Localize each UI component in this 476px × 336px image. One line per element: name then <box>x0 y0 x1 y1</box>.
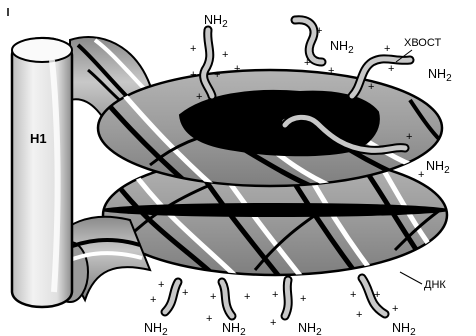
nh2-label: NH2 <box>144 321 168 336</box>
svg-text:+: + <box>316 25 322 37</box>
svg-text:+: + <box>214 69 220 81</box>
svg-text:+: + <box>234 63 240 75</box>
nh2-label: NH2 <box>298 321 322 336</box>
h1-label: H1 <box>30 131 47 146</box>
dna-label: ДНК <box>424 279 446 291</box>
svg-text:+: + <box>350 289 356 301</box>
svg-text:+: + <box>270 317 276 329</box>
svg-text:+: + <box>158 279 164 291</box>
svg-text:+: + <box>356 309 362 321</box>
svg-text:+: + <box>384 43 390 55</box>
nh2-label: NH2 <box>222 321 246 336</box>
svg-text:+: + <box>406 131 412 143</box>
svg-text:+: + <box>210 291 216 303</box>
svg-text:+: + <box>300 293 306 305</box>
nh2-label: NH2 <box>392 321 416 336</box>
svg-text:+: + <box>150 294 156 306</box>
svg-text:+: + <box>392 303 398 315</box>
svg-text:+: + <box>272 289 278 301</box>
svg-text:+: + <box>222 49 228 61</box>
nh2-label: NH2 <box>330 39 354 56</box>
svg-text:+: + <box>328 65 334 77</box>
svg-text:+: + <box>304 57 310 69</box>
nh2-label: NH2 <box>426 159 450 176</box>
svg-text:+: + <box>388 63 394 75</box>
svg-text:+: + <box>418 169 424 181</box>
tail-label: ХВОСТ <box>404 37 441 49</box>
dna-leader-line <box>400 272 422 284</box>
svg-text:+: + <box>374 289 380 301</box>
svg-text:+: + <box>206 313 212 325</box>
svg-text:+: + <box>190 69 196 81</box>
svg-text:+: + <box>196 91 202 103</box>
svg-text:+: + <box>182 287 188 299</box>
nh2-label: NH2 <box>428 67 452 84</box>
svg-text:+: + <box>244 291 250 303</box>
svg-text:+: + <box>190 43 196 55</box>
h1-histone-cylinder <box>12 38 72 307</box>
svg-text:+: + <box>368 81 374 93</box>
